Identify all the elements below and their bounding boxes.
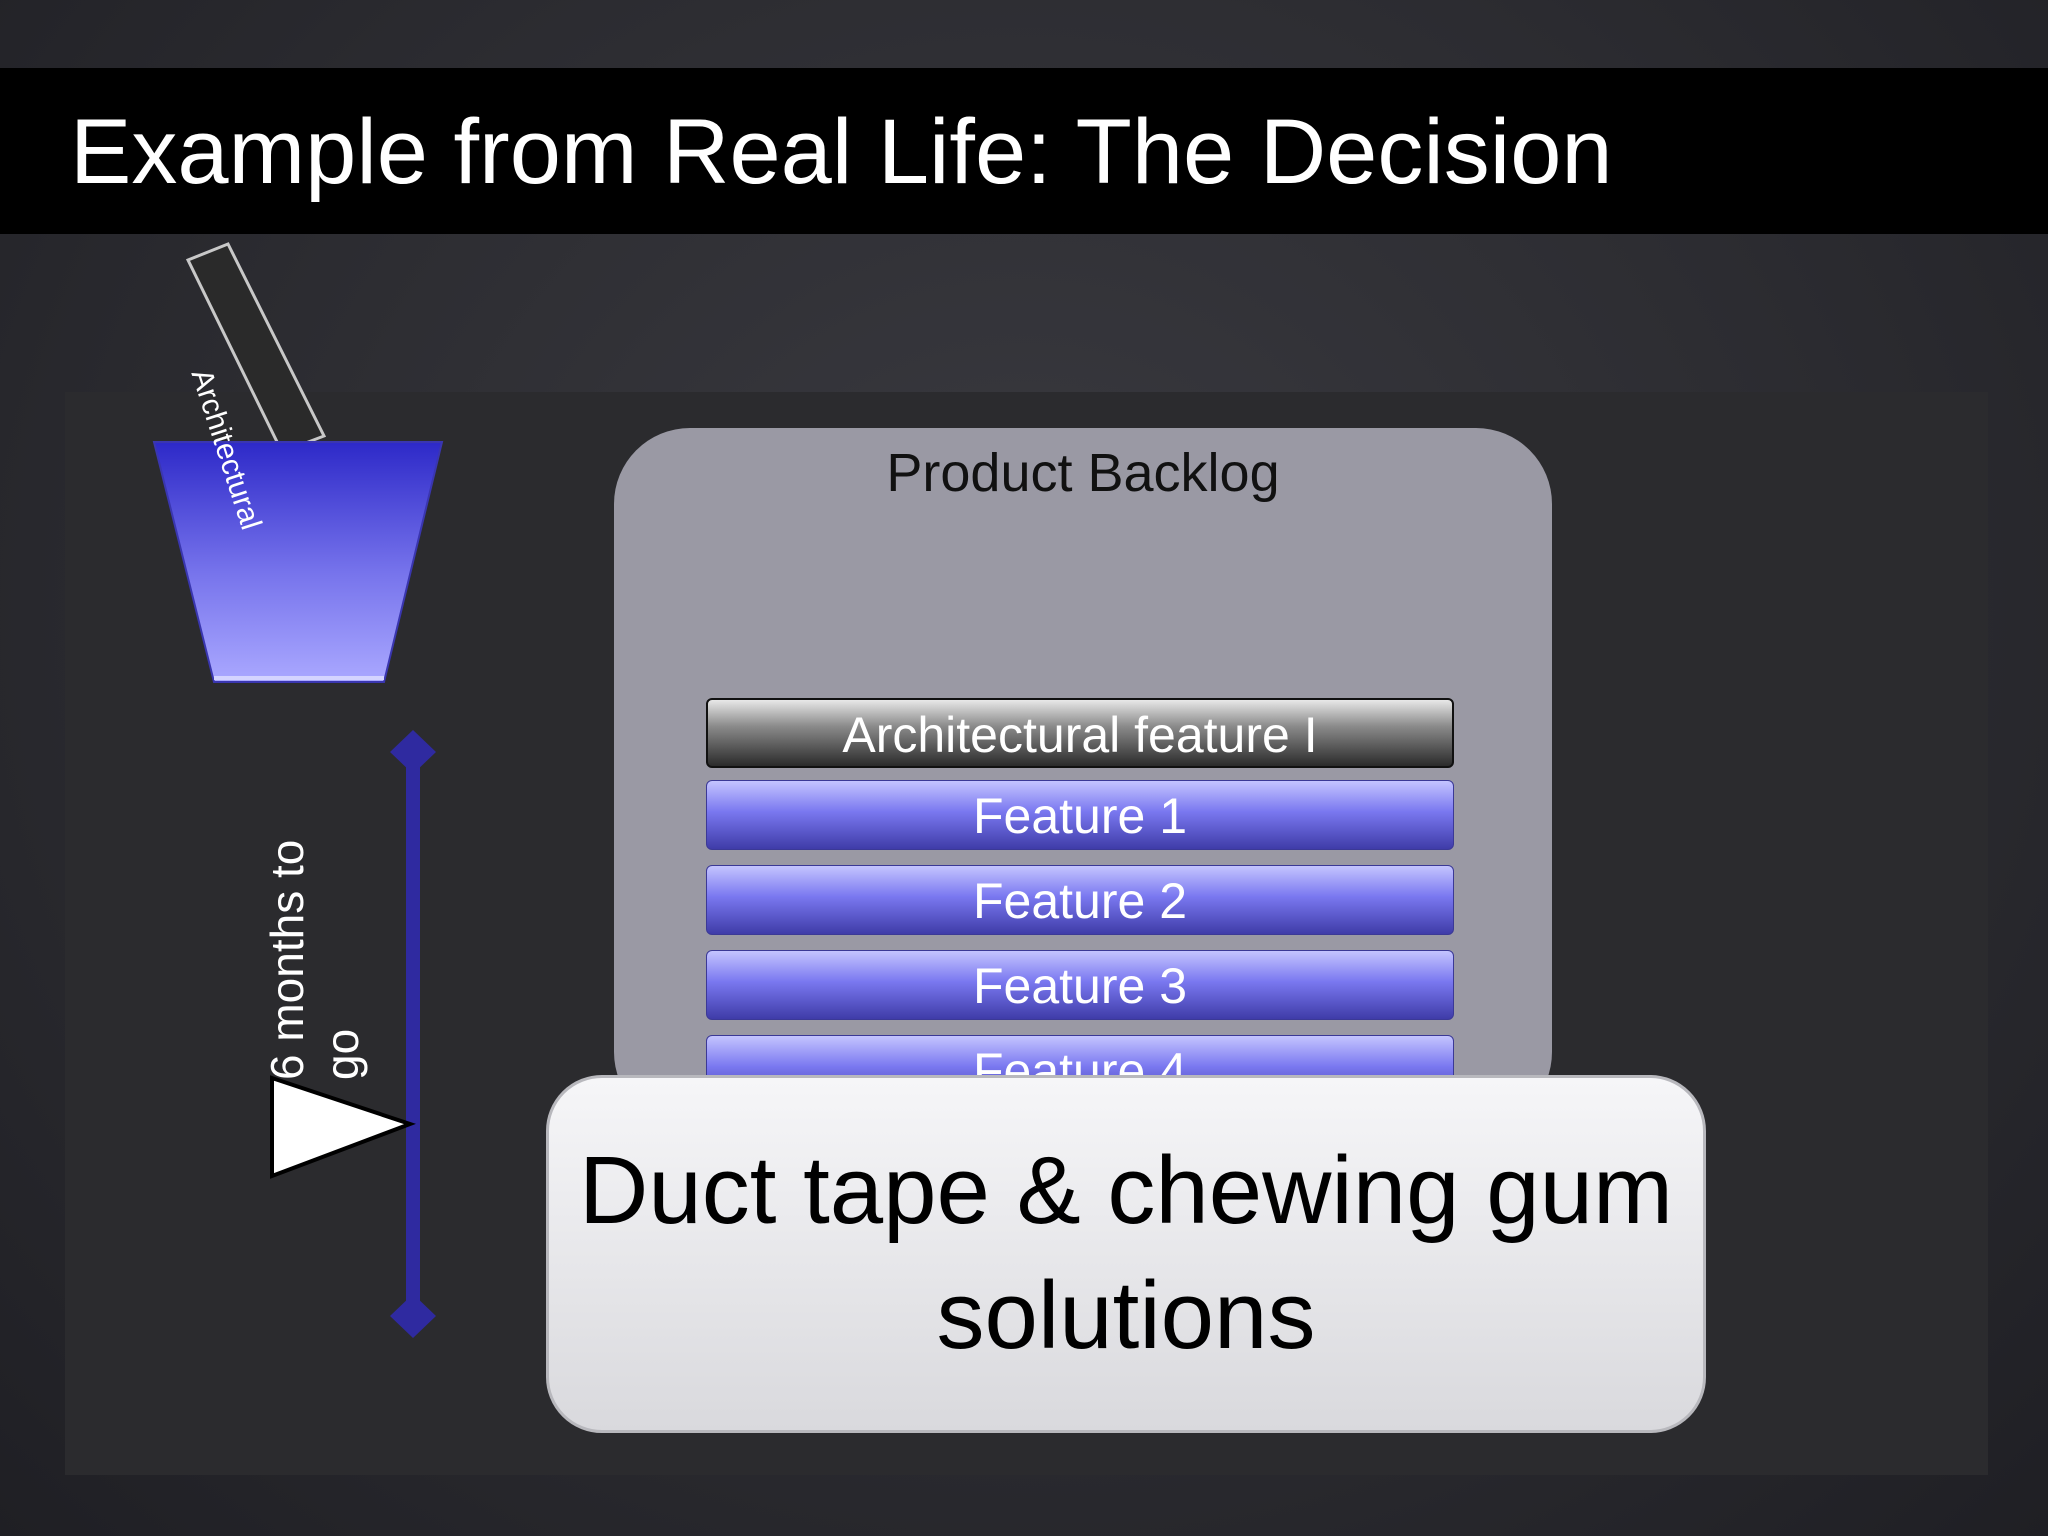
architecture-bucket-icon	[152, 242, 444, 683]
callout-box: Duct tape & chewing gum solutions	[546, 1075, 1706, 1433]
backlog-item-architectural-feature: Architectural feature I	[706, 698, 1454, 768]
title-bar: Example from Real Life: The Decision	[0, 68, 2048, 234]
callout-text: Duct tape & chewing gum solutions	[579, 1137, 1673, 1369]
progress-marker-icon	[270, 1075, 416, 1179]
architecture-stick-icon	[185, 242, 327, 454]
backlog-title: Product Backlog	[886, 443, 1280, 503]
bucket-body-icon	[152, 441, 444, 683]
backlog-item-feature-1: Feature 1	[706, 780, 1454, 850]
timeline-icon	[270, 730, 436, 1338]
time-remaining-label: 6 months to go	[261, 839, 369, 1080]
product-backlog: Product Backlog Architectural feature I …	[614, 428, 1552, 1128]
slide-title: Example from Real Life: The Decision	[70, 101, 1613, 203]
backlog-item-feature-2: Feature 2	[706, 865, 1454, 935]
backlog-item-feature-3: Feature 3	[706, 950, 1454, 1020]
timeline-track-icon	[390, 730, 436, 1338]
